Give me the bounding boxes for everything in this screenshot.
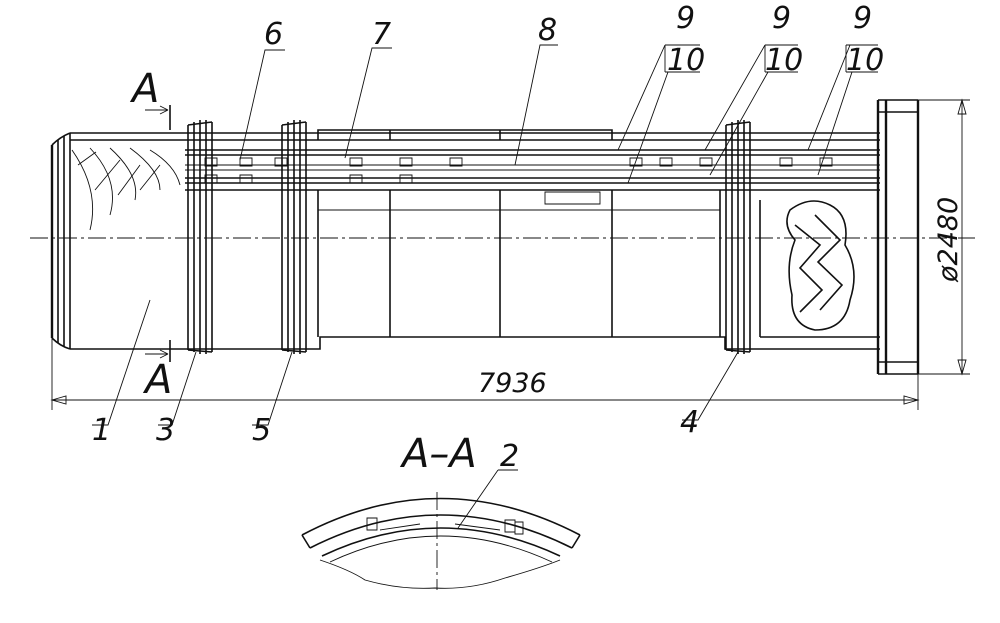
callout-3: 3 <box>156 413 175 448</box>
section-marker-top <box>145 105 171 130</box>
diameter-dimension-label: ø2480 <box>933 197 964 283</box>
callout-9-second: 9 <box>772 1 791 36</box>
diameter-dimension <box>918 98 970 376</box>
callout-7: 7 <box>372 17 391 52</box>
section-marker-top-label: A <box>129 66 159 112</box>
section-view-arc <box>301 492 581 590</box>
callout-6: 6 <box>264 17 283 52</box>
callout-10-second: 10 <box>765 43 803 78</box>
ring-4 <box>725 120 751 354</box>
callout-2: 2 <box>500 439 519 474</box>
callout-8: 8 <box>538 13 557 48</box>
ring-5 <box>281 120 307 354</box>
callout-10-first: 10 <box>667 43 705 78</box>
length-dimension-label: 7936 <box>478 368 547 399</box>
callout-10-second-box <box>764 44 798 73</box>
callout-5: 5 <box>252 413 271 448</box>
length-dimension <box>50 338 920 410</box>
drum-body <box>50 99 920 375</box>
section-marker-bottom <box>145 340 171 362</box>
callout-4: 4 <box>680 405 699 440</box>
callout-10-first-box <box>664 44 700 73</box>
callout-leaders <box>92 44 853 426</box>
callout-9-first: 9 <box>676 1 695 36</box>
section-view-title: A–A <box>399 431 477 477</box>
callout-10-third: 10 <box>846 43 884 78</box>
callout-1: 1 <box>92 413 111 448</box>
callout-9-third: 9 <box>853 1 872 36</box>
callout-2-leader <box>457 469 518 529</box>
section-marker-bottom-label: A <box>142 357 172 403</box>
ring-3 <box>187 120 213 354</box>
callout-10-third-box <box>845 44 878 73</box>
